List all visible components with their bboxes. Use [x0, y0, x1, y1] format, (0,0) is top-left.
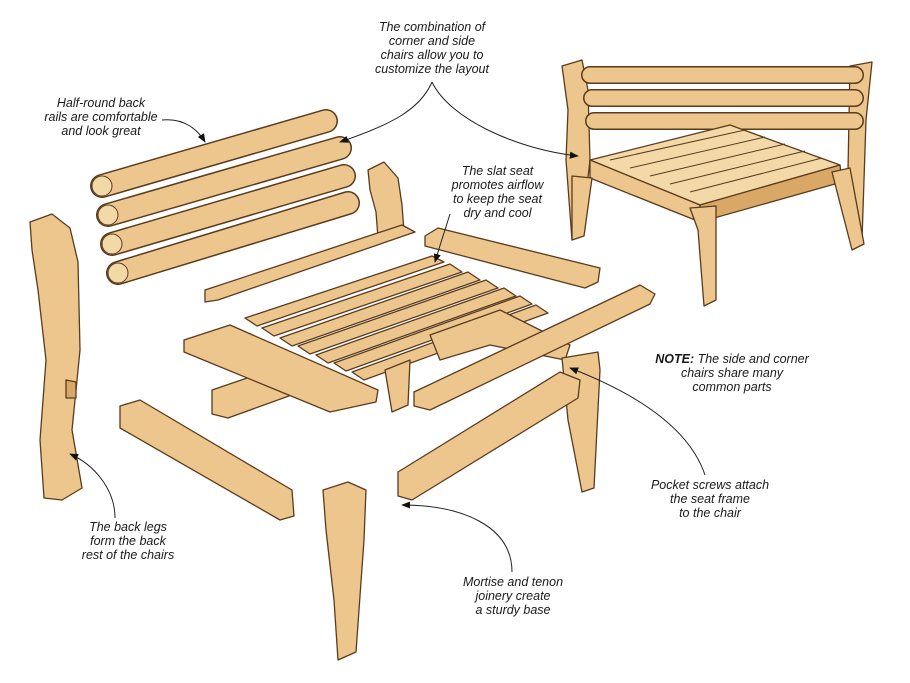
- leader-lines: [69, 81, 706, 573]
- callout-line: common parts: [692, 380, 772, 394]
- front-rail-left: [119, 399, 295, 521]
- callout-line: to keep the seat: [453, 192, 542, 206]
- callout-line: The slat seat: [461, 164, 534, 178]
- callout-line: rails are comfortable: [44, 110, 158, 124]
- callout-mortise-tenon: Mortise and tenon joinery create a sturd…: [448, 575, 578, 617]
- callout-line: to the chair: [679, 506, 741, 520]
- callout-line: corner and side: [388, 34, 476, 48]
- callout-note: NOTE: The side and corner chairs share m…: [652, 352, 812, 394]
- callout-line: chairs share many: [680, 366, 784, 380]
- back-rail: [106, 191, 360, 285]
- callout-back-legs: The back legs form the back rest of the …: [72, 520, 184, 562]
- note-first-line: NOTE: The side and corner: [652, 352, 812, 366]
- back-rail: [90, 109, 338, 198]
- callout-line: Mortise and tenon: [462, 575, 564, 589]
- callout-line: Half-round back: [56, 96, 146, 110]
- center-post: [384, 359, 411, 413]
- front-leg: [322, 481, 367, 661]
- callout-line: and look great: [61, 124, 141, 138]
- callout-line: the seat frame: [670, 492, 750, 506]
- callout-back-rails: Half-round back rails are comfortable an…: [36, 96, 166, 138]
- back-rails: [90, 109, 360, 285]
- callout-line: Pocket screws attach: [650, 478, 770, 492]
- front-rail-right: [397, 371, 581, 501]
- corner-leg: [571, 175, 593, 241]
- corner-front-leg: [689, 205, 717, 307]
- seat-front-strip: [424, 227, 601, 289]
- callout-line: dry and cool: [463, 206, 532, 220]
- corner-chair: [561, 59, 873, 307]
- callout-line: customize the layout: [375, 62, 489, 76]
- back-leg-left: [29, 213, 83, 501]
- callout-line: promotes airflow: [451, 178, 544, 192]
- callout-line: chairs allow you to: [380, 48, 484, 62]
- callout-line: form the back: [90, 534, 166, 548]
- callout-line: rest of the chairs: [81, 548, 175, 562]
- callout-line: The side and corner: [697, 352, 809, 366]
- callout-pocket-screws: Pocket screws attach the seat frame to t…: [640, 478, 780, 520]
- note-heading: NOTE:: [655, 352, 695, 366]
- callout-line: The combination of: [378, 20, 486, 34]
- corner-leg: [831, 167, 865, 251]
- callout-line: a sturdy base: [475, 603, 551, 617]
- callout-combination: The combination of corner and side chair…: [362, 20, 502, 76]
- callout-line: The back legs: [89, 520, 167, 534]
- callout-line: joinery create: [475, 589, 551, 603]
- seat-side-left: [183, 324, 379, 413]
- arm-rest: [413, 284, 656, 411]
- seat-side-rail: [204, 224, 416, 303]
- mortise: [65, 379, 77, 399]
- back-rail: [100, 164, 356, 256]
- back-rail: [96, 136, 352, 227]
- front-leg-right: [561, 351, 601, 493]
- callout-slat-seat: The slat seat promotes airflow to keep t…: [440, 164, 555, 220]
